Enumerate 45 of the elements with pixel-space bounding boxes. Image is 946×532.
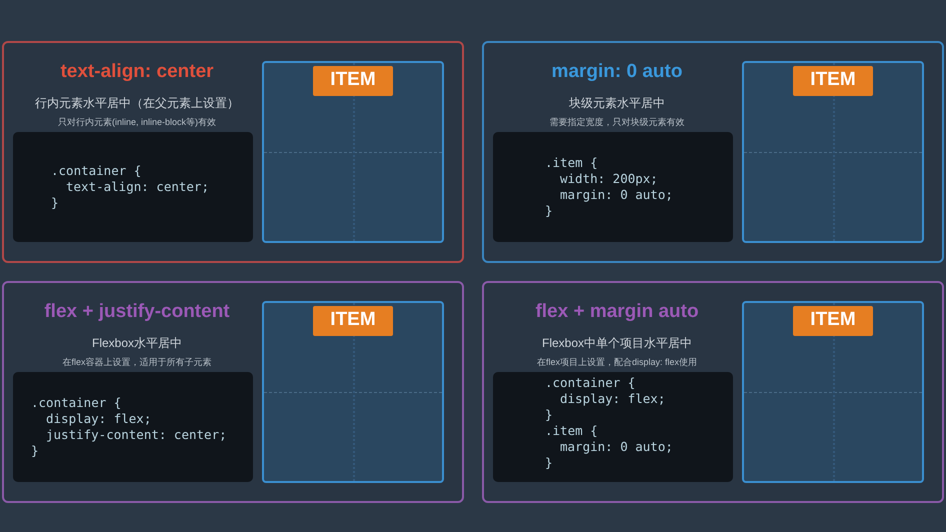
code-line: } xyxy=(51,195,59,211)
card-title: flex + margin auto xyxy=(534,301,700,323)
code-line: } xyxy=(31,443,39,459)
demo-panel xyxy=(742,301,924,483)
method-card xyxy=(482,281,944,503)
subtitle: Flexbox水平居中 xyxy=(90,335,184,352)
method-card xyxy=(2,41,464,263)
code-block xyxy=(13,372,253,482)
code-line: margin: 0 auto; xyxy=(560,439,673,455)
demo-panel xyxy=(742,61,924,243)
code-block xyxy=(493,372,733,482)
note-text: 需要指定宽度，只对块级元素有效 xyxy=(548,116,686,129)
demo-panel xyxy=(262,301,444,483)
code-line: .container { xyxy=(51,163,142,179)
item-box: ITEM xyxy=(793,306,873,336)
code-block xyxy=(13,132,253,242)
note-text: 在flex容器上设置，适用于所有子元素 xyxy=(61,356,212,369)
subtitle: 行内元素水平居中（在父元素上设置） xyxy=(34,95,240,112)
code-line: .item { xyxy=(545,423,598,439)
method-card xyxy=(2,281,464,503)
item-box: ITEM xyxy=(313,66,393,96)
card-title: margin: 0 auto xyxy=(550,61,684,83)
method-card xyxy=(482,41,944,263)
code-line: .container { xyxy=(31,395,122,411)
card-title: flex + justify-content xyxy=(43,301,231,323)
code-line: } xyxy=(545,203,553,219)
code-line: display: flex; xyxy=(46,411,152,427)
code-line: margin: 0 auto; xyxy=(560,187,673,203)
item-box: ITEM xyxy=(313,306,393,336)
subtitle: 块级元素水平居中 xyxy=(568,95,666,112)
subtitle: Flexbox中单个项目水平居中 xyxy=(540,335,694,352)
code-line: .container { xyxy=(545,375,636,391)
code-line: } xyxy=(545,455,553,471)
code-line: display: flex; xyxy=(560,391,666,407)
code-line: } xyxy=(545,407,553,423)
item-box: ITEM xyxy=(793,66,873,96)
note-text: 在flex项目上设置，配合display: flex使用 xyxy=(536,356,698,369)
code-line: text-align: center; xyxy=(66,179,209,195)
card-title: text-align: center xyxy=(59,61,215,83)
code-line: justify-content: center; xyxy=(46,427,227,443)
code-block xyxy=(493,132,733,242)
code-line: .item { xyxy=(545,155,598,171)
demo-panel xyxy=(262,61,444,243)
note-text: 只对行内元素(inline, inline-block等)有效 xyxy=(56,116,218,129)
code-line: width: 200px; xyxy=(560,171,658,187)
